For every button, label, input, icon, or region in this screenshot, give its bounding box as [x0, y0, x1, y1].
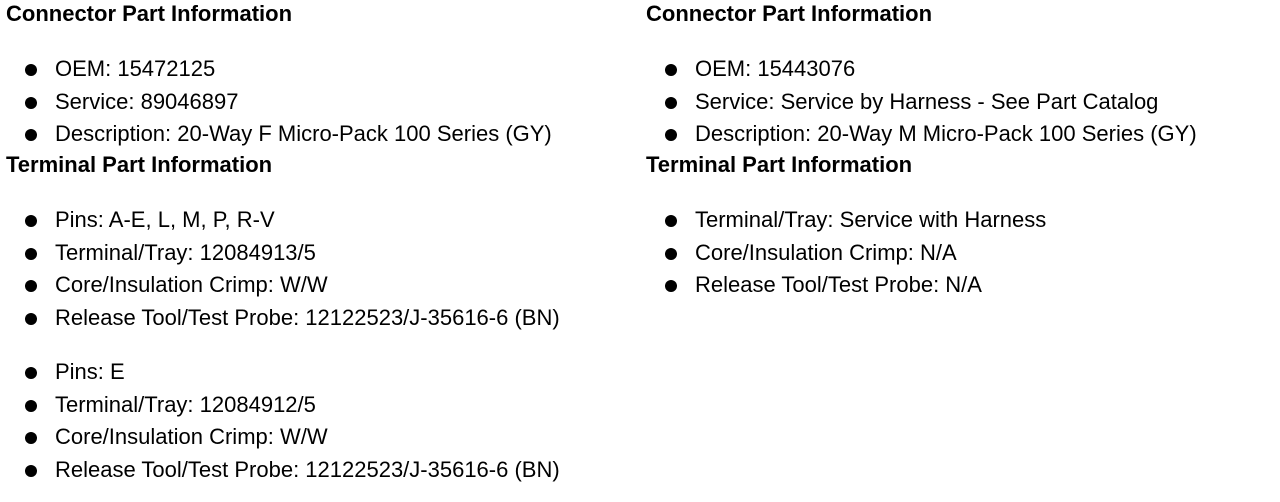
list-item: OEM: 15443076 — [646, 53, 1276, 86]
connector-part-heading: Connector Part Information — [6, 1, 293, 26]
bullet-icon — [25, 64, 37, 76]
list-item: OEM: 15472125 — [6, 53, 636, 86]
list-item: Terminal/Tray: 12084913/5 — [6, 237, 636, 270]
pins-text: Pins: E — [55, 358, 125, 384]
connector-part-heading: Connector Part Information — [646, 1, 933, 26]
bullet-icon — [665, 129, 677, 142]
oem-text: OEM: 15443076 — [695, 56, 856, 81]
list-item: Service: Service by Harness - See Part C… — [646, 86, 1276, 119]
terminal-tray-text: Terminal/Tray: 12084913/5 — [55, 239, 316, 265]
list-item: Pins: E — [6, 356, 636, 389]
bullet-icon — [665, 280, 677, 293]
list-item: Terminal/Tray: 12084912/5 — [6, 389, 636, 422]
bullet-icon — [25, 432, 37, 445]
bullet-icon — [25, 313, 37, 326]
list-item: Description: 20-Way F Micro-Pack 100 Ser… — [6, 118, 636, 151]
list-item: Description: 20-Way M Micro-Pack 100 Ser… — [646, 118, 1276, 151]
service-text: Service: 89046897 — [55, 88, 239, 114]
list-item: Terminal/Tray: Service with Harness — [646, 204, 1276, 237]
description-text: Description: 20-Way M Micro-Pack 100 Ser… — [695, 121, 1197, 147]
terminal-part-list: Terminal/Tray: Service with Harness Core… — [646, 204, 1276, 302]
terminal-tray-text: Terminal/Tray: Service with Harness — [695, 207, 1047, 233]
bullet-icon — [25, 399, 37, 412]
description-text: Description: 20-Way F Micro-Pack 100 Ser… — [55, 121, 552, 147]
crimp-text: Core/Insulation Crimp: N/A — [695, 239, 957, 265]
left-column: Connector Part Information OEM: 15472125… — [6, 0, 636, 487]
list-item: Release Tool/Test Probe: 12122523/J-3561… — [6, 454, 636, 487]
oem-text: OEM: 15472125 — [55, 56, 216, 81]
bullet-icon — [25, 215, 37, 228]
pins-text: Pins: A-E, L, M, P, R-V — [55, 207, 275, 233]
service-text: Service: Service by Harness - See Part C… — [695, 88, 1159, 114]
release-tool-text: Release Tool/Test Probe: N/A — [695, 272, 982, 298]
bullet-icon — [25, 280, 37, 293]
list-item: Core/Insulation Crimp: W/W — [6, 421, 636, 454]
list-item: Core/Insulation Crimp: W/W — [6, 269, 636, 302]
list-item: Release Tool/Test Probe: 12122523/J-3561… — [6, 302, 636, 335]
terminal-tray-text: Terminal/Tray: 12084912/5 — [55, 391, 316, 417]
terminal-part-heading: Terminal Part Information — [6, 152, 273, 178]
list-item: Core/Insulation Crimp: N/A — [646, 237, 1276, 270]
right-column: Connector Part Information OEM: 15443076… — [646, 0, 1276, 302]
release-tool-text: Release Tool/Test Probe: 12122523/J-3561… — [55, 456, 560, 482]
bullet-icon — [25, 129, 37, 142]
bullet-icon — [665, 215, 677, 228]
list-item: Pins: A-E, L, M, P, R-V — [6, 204, 636, 237]
terminal-part-heading: Terminal Part Information — [646, 152, 913, 178]
bullet-icon — [25, 96, 37, 109]
bullet-icon — [25, 366, 37, 379]
terminal-part-list-2: Pins: E Terminal/Tray: 12084912/5 Core/I… — [6, 356, 636, 487]
bullet-icon — [25, 464, 37, 477]
connector-part-list: OEM: 15472125 Service: 89046897 Descript… — [6, 53, 636, 151]
list-item: Release Tool/Test Probe: N/A — [646, 269, 1276, 302]
list-item: Service: 89046897 — [6, 86, 636, 119]
crimp-text: Core/Insulation Crimp: W/W — [55, 272, 328, 298]
release-tool-text: Release Tool/Test Probe: 12122523/J-3561… — [55, 305, 560, 331]
bullet-icon — [665, 247, 677, 260]
bullet-icon — [665, 64, 677, 76]
bullet-icon — [25, 247, 37, 260]
terminal-part-list: Pins: A-E, L, M, P, R-V Terminal/Tray: 1… — [6, 204, 636, 335]
connector-part-list: OEM: 15443076 Service: Service by Harnes… — [646, 53, 1276, 151]
bullet-icon — [665, 96, 677, 109]
crimp-text: Core/Insulation Crimp: W/W — [55, 424, 328, 450]
